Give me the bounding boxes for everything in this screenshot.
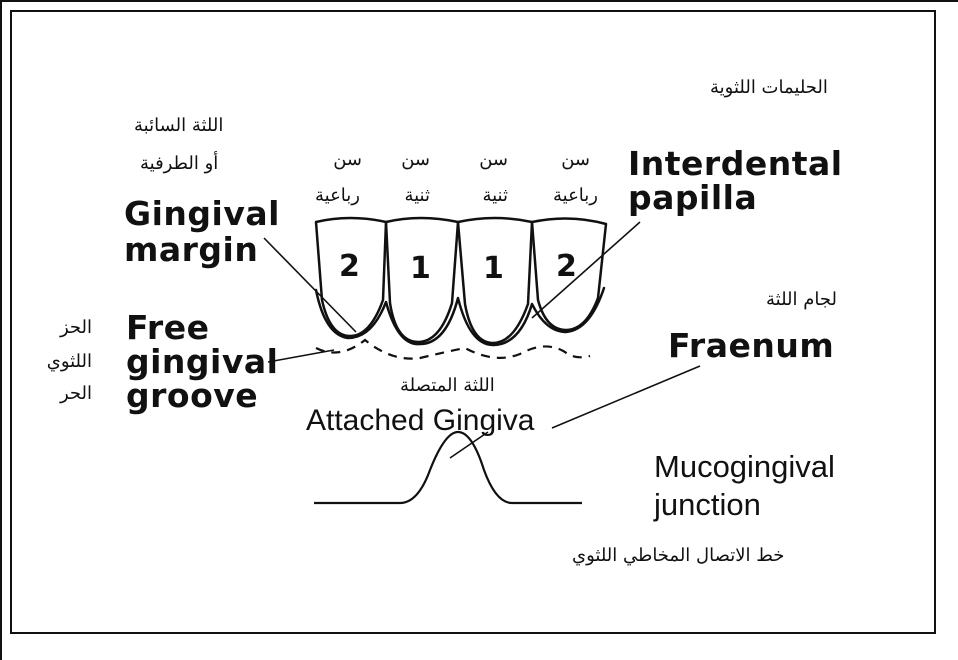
tooth-label-right-lateral-line2: رباعية <box>526 186 598 206</box>
tooth-number-right-central: 1 <box>483 252 504 285</box>
tooth-label-right-central-line1: سن <box>452 150 508 170</box>
gingival-margin-outline <box>316 288 604 345</box>
en-fraenum-label: Fraenum <box>668 328 834 364</box>
en-interdental-label-line2: papilla <box>628 180 757 216</box>
ar-mucogingival-label: خط الاتصال المخاطي اللثوي <box>572 546 784 566</box>
ar-free-gingiva-label-line2: أو الطرفية <box>140 154 218 174</box>
en-gingival-margin-label-line2: margin <box>124 232 258 268</box>
tooth-number-left-lateral: 2 <box>339 250 360 283</box>
ar-groove-label-line3: الحر <box>30 384 92 404</box>
en-mucogingival-label-line1: Mucogingival <box>654 450 835 484</box>
ar-free-gingiva-label-line1: اللثة السائبة <box>134 116 223 136</box>
ar-fraenum-label: لجام اللثة <box>766 290 837 310</box>
ar-groove-label-line2: اللثوي <box>26 352 92 372</box>
tooth-label-left-lateral-line1: سن <box>302 150 362 170</box>
en-groove-label-line1: Free <box>126 310 209 346</box>
en-gingival-margin-label-line1: Gingival <box>124 196 280 232</box>
mucogingival-junction-curve <box>314 432 582 503</box>
en-groove-label-line3: groove <box>126 378 258 414</box>
tooth-label-left-central-line2: ثنية <box>380 186 430 206</box>
ar-attached-gingiva-label: اللثة المتصلة <box>400 376 495 396</box>
en-interdental-label-line1: Interdental <box>628 146 843 182</box>
en-groove-label-line2: gingival <box>126 344 278 380</box>
leader-interdental-papilla <box>532 222 640 318</box>
tooth-label-left-lateral-line2: رباعية <box>296 186 360 206</box>
tooth-label-right-central-line2: ثنية <box>456 186 508 206</box>
tooth-label-left-central-line1: سن <box>380 150 430 170</box>
tooth-number-left-central: 1 <box>410 252 431 285</box>
tooth-label-right-lateral-line1: سن <box>530 150 590 170</box>
leader-fraenum <box>552 366 700 428</box>
ar-groove-label-line1: الحز <box>30 318 92 338</box>
ar-interdental-papilla-label: الحليمات اللثوية <box>710 78 828 98</box>
free-gingival-groove-dashed <box>316 340 590 359</box>
en-attached-gingiva-label: Attached Gingiva <box>306 404 534 437</box>
en-mucogingival-label-line2: junction <box>654 488 761 522</box>
tooth-number-right-lateral: 2 <box>556 250 577 283</box>
